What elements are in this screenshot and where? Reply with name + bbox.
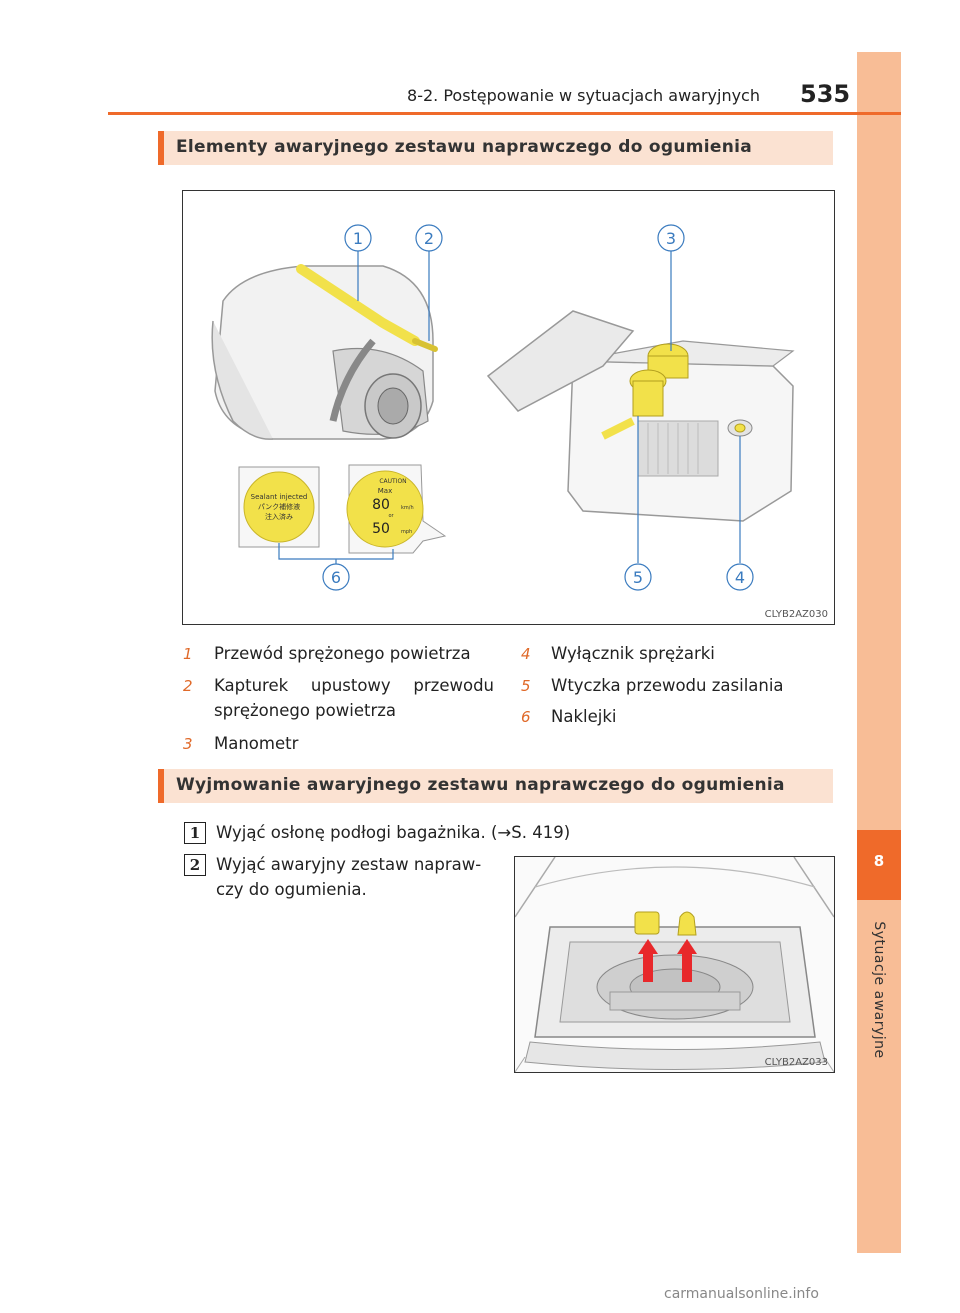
legend-num-4: 4 [521, 645, 531, 663]
callout-leaders [278, 251, 741, 564]
trunk-figure: CLYB2AZ033 [514, 856, 835, 1073]
callout-1: 1 [353, 229, 363, 248]
figure-code: CLYB2AZ033 [764, 1057, 828, 1068]
callout-6: 6 [331, 568, 341, 587]
sticker1-line3: 注入済み [265, 512, 293, 521]
legend-item-5: Wtyczka przewodu zasilania [551, 676, 784, 695]
kit-components-figure: Sealant injected パンク補修液 注入済み CAUTION Max… [182, 190, 835, 625]
compressor [486, 310, 795, 522]
sticker2-caution: CAUTION [379, 478, 406, 485]
legend-num-3: 3 [183, 735, 193, 753]
legend-item-1: Przewód sprężonego powietrza [214, 644, 471, 663]
legend-item-4: Wyłącznik sprężarki [551, 644, 715, 663]
sticker1-line2: パンク補修液 [258, 502, 300, 511]
legend-num-5: 5 [521, 677, 531, 695]
trunk-illustration [514, 856, 835, 1073]
arrow-up-icon [638, 939, 697, 982]
legend-num-6: 6 [521, 708, 531, 726]
step-text-1: Wyjąć osłonę podłogi bagażnika. (→S. 419… [216, 823, 571, 842]
section-heading-components: Elementy awaryjnego zestawu naprawczego … [158, 131, 833, 165]
chapter-label: Sytuacje awaryjne [871, 921, 887, 1059]
step-text-2-cont: czy do ogumienia. [216, 880, 367, 899]
chapter-number: 8 [873, 852, 885, 870]
page-number: 535 [800, 80, 851, 108]
callout-4: 4 [735, 568, 745, 587]
legend-item-2-cont: sprężonego powietrza [214, 701, 397, 720]
callout-numbers: 1 2 3 4 5 6 [322, 224, 754, 591]
callout-3: 3 [666, 229, 676, 248]
sticker2-unit2: mph [401, 529, 412, 535]
header-section-title: 8-2. Postępowanie w sytuacjach awaryjnyc… [407, 86, 760, 105]
legend-item-2: Kapturek upustowy przewodu [214, 676, 494, 695]
legend-num-1: 1 [183, 645, 193, 663]
sticker2-val1: 80 [372, 497, 390, 513]
sticker2-or: or [388, 513, 394, 519]
step-number-2: 2 [184, 854, 206, 876]
legend-item-6: Naklejki [551, 707, 617, 726]
step-number-1: 1 [184, 822, 206, 844]
sticker-sealant-injected: Sealant injected パンク補修液 注入済み [238, 466, 320, 548]
sticker2-val2: 50 [372, 521, 390, 537]
callout-2: 2 [424, 229, 434, 248]
legend-num-2: 2 [183, 677, 193, 695]
sticker1-line1: Sealant injected [251, 493, 308, 501]
sticker2-unit1: km/h [401, 505, 414, 511]
sealant-bottle [211, 264, 438, 440]
kit-illustration: Sealant injected パンク補修液 注入済み CAUTION Max… [211, 224, 795, 591]
chapter-tab-active[interactable] [857, 830, 901, 900]
chapter-sidebar [857, 52, 901, 1253]
section-title: Elementy awaryjnego zestawu naprawczego … [176, 137, 753, 157]
sticker2-max: Max [378, 487, 392, 495]
figure-code: CLYB2AZ030 [764, 609, 828, 620]
section-heading-removal: Wyjmowanie awaryjnego zestawu naprawczeg… [158, 769, 833, 803]
header-rule [108, 112, 901, 115]
callout-5: 5 [633, 568, 643, 587]
section-title: Wyjmowanie awaryjnego zestawu naprawczeg… [176, 775, 785, 795]
legend-item-3: Manometr [214, 734, 299, 753]
watermark: carmanualsonline.info [664, 1286, 819, 1302]
sticker-speed-caution: CAUTION Max 80 km/h or 50 mph [346, 464, 447, 554]
step-text-2: Wyjąć awaryjny zestaw napraw- [216, 855, 482, 874]
